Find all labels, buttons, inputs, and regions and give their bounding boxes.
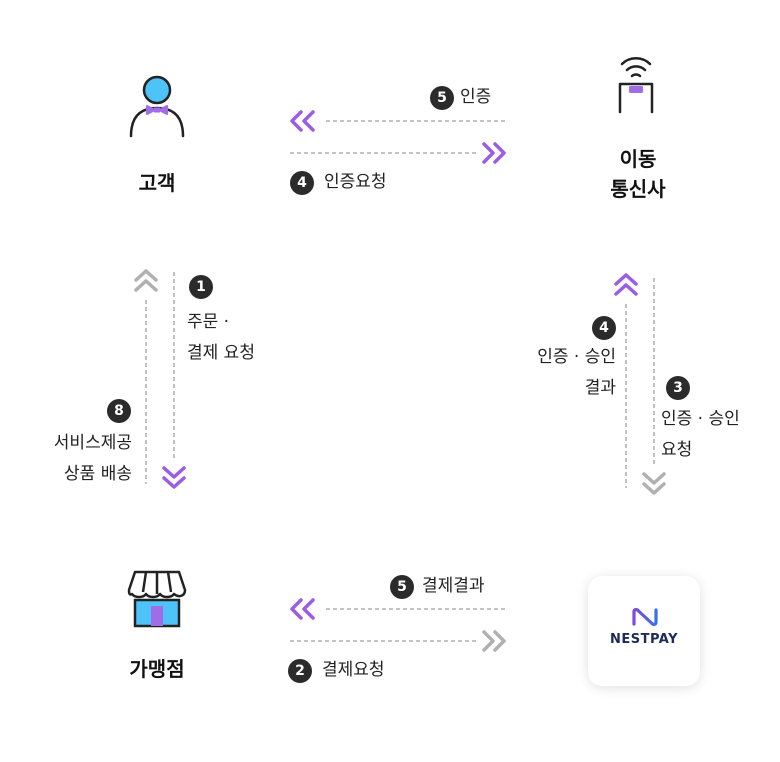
carrier-label: 이동 통신사 bbox=[590, 144, 686, 204]
flow-label-line1: 주문 · bbox=[187, 312, 230, 332]
flow-label: 결제요청 bbox=[322, 660, 385, 680]
flow-label-line1: 서비스제공 bbox=[53, 433, 132, 453]
flow-label-line2: 결제 요청 bbox=[187, 343, 255, 363]
flow-label-line1: 인증 · 승인 bbox=[537, 347, 616, 367]
nestpay-card: NESTPAY bbox=[588, 576, 700, 686]
flow-label: 인증요청 bbox=[324, 172, 387, 192]
left-down-arrow bbox=[162, 272, 186, 489]
flow-label-line2: 결과 bbox=[584, 378, 616, 398]
bottom-return-arrow bbox=[290, 598, 506, 620]
person-bowtie-icon bbox=[129, 75, 185, 138]
right-down-arrow bbox=[642, 278, 666, 495]
step-badge: 5 bbox=[390, 575, 414, 599]
flow-label-line2: 상품 배송 bbox=[64, 464, 132, 484]
customer-label: 고객 bbox=[138, 171, 176, 195]
flow-label-line2: 요청 bbox=[661, 440, 693, 460]
flow-label: 인증 bbox=[460, 87, 492, 107]
step-badge: 2 bbox=[288, 659, 312, 683]
nestpay-brand-text: NESTPAY bbox=[609, 632, 679, 647]
step-badge: 5 bbox=[430, 86, 454, 110]
step-badge: 4 bbox=[592, 316, 616, 340]
flow-label-line1: 인증 · 승인 bbox=[661, 409, 740, 429]
right-up-arrow bbox=[614, 273, 638, 488]
step-badge: 3 bbox=[666, 376, 690, 400]
carrier-label-line2: 통신사 bbox=[610, 177, 666, 201]
step-badge: 4 bbox=[290, 171, 314, 195]
top-return-arrow bbox=[290, 110, 506, 132]
left-up-arrow bbox=[134, 269, 158, 484]
step-badge: 1 bbox=[189, 275, 213, 299]
storefront-icon bbox=[127, 570, 187, 628]
merchant-label: 가맹점 bbox=[129, 657, 185, 681]
nestpay-logo bbox=[632, 608, 658, 626]
mobile-signal-icon bbox=[618, 57, 654, 114]
top-send-arrow bbox=[290, 142, 506, 164]
step-badge: 8 bbox=[107, 399, 131, 423]
carrier-label-line1: 이동 bbox=[619, 147, 657, 171]
bottom-send-arrow bbox=[290, 630, 506, 652]
flow-label: 결제결과 bbox=[422, 576, 485, 596]
